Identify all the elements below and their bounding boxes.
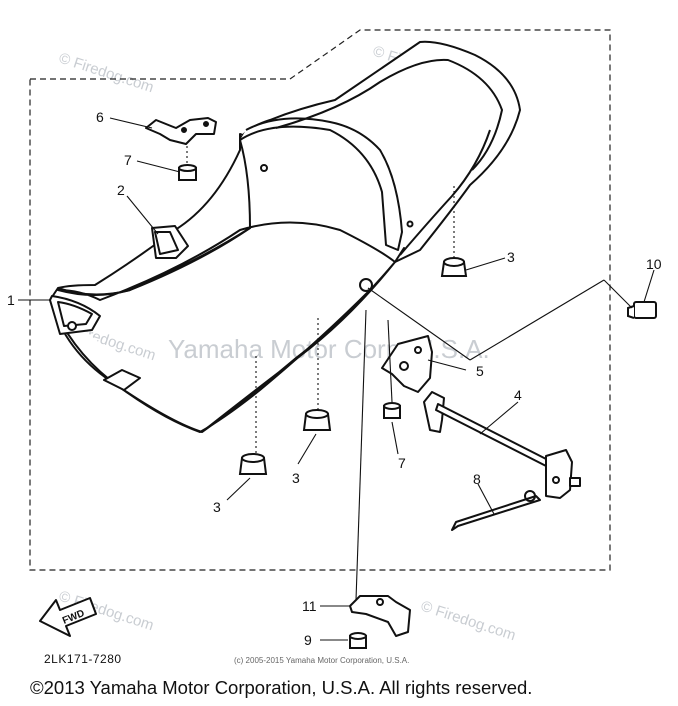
part-10-bolt xyxy=(627,301,657,319)
part-4-lock-rod xyxy=(423,391,581,499)
callout-3: 3 xyxy=(213,499,221,515)
callout-10: 10 xyxy=(646,256,662,272)
part-3-damper xyxy=(238,257,468,475)
part-11-lock xyxy=(349,595,411,637)
part-2-front-hook xyxy=(151,225,189,259)
callout-7: 7 xyxy=(398,455,406,471)
assembly-boundary xyxy=(29,29,611,571)
callout-5: 5 xyxy=(476,363,484,379)
callout-4: 4 xyxy=(514,387,522,403)
seat xyxy=(49,40,521,433)
watermark-text: © Firedog.com xyxy=(57,50,156,97)
callout-11: 11 xyxy=(302,598,317,614)
small-copyright: (c) 2005-2015 Yamaha Motor Corporation, … xyxy=(234,656,410,665)
footer-copyright: ©2013 Yamaha Motor Corporation, U.S.A. A… xyxy=(30,677,533,698)
callout-7: 7 xyxy=(124,152,132,168)
part-code: 2LK171-7280 xyxy=(44,652,122,666)
watermark-text: © Firedog.com xyxy=(419,598,518,645)
part-9-nut xyxy=(349,632,367,649)
callout-3: 3 xyxy=(507,249,515,265)
part-7-nut xyxy=(178,164,401,419)
part-8-cable xyxy=(451,490,541,531)
callout-3: 3 xyxy=(292,470,300,486)
callout-9: 9 xyxy=(304,632,312,648)
callout-8: 8 xyxy=(473,471,481,487)
part-6-bracket xyxy=(145,117,217,145)
leader-lines xyxy=(18,117,655,641)
callout-labels: 6 7 2 1 3 3 3 5 4 7 8 10 11 9 xyxy=(7,109,662,648)
callout-6: 6 xyxy=(96,109,104,125)
part-5-catch-plate xyxy=(381,335,433,393)
callout-2: 2 xyxy=(117,182,125,198)
watermark-centre-text: Yamaha Motor Corp. U.S.A. xyxy=(168,334,490,364)
callout-1: 1 xyxy=(7,292,15,308)
